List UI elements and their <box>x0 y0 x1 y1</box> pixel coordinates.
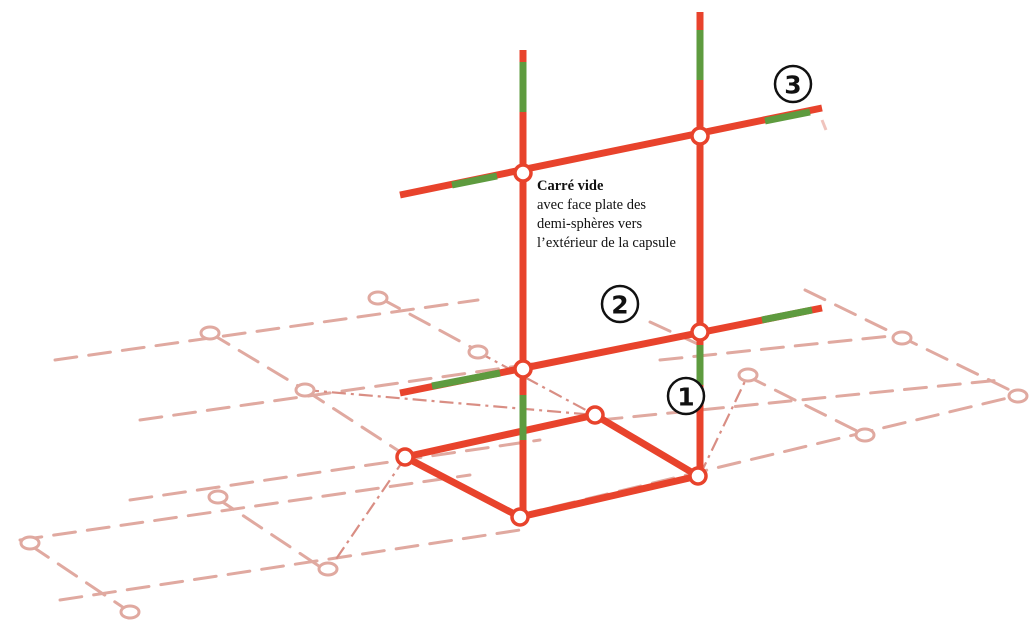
marker-3: 3 <box>773 64 813 104</box>
ground-grid <box>18 288 1022 614</box>
marker-2: 2 <box>600 284 640 324</box>
annotation-line-3: l’extérieur de la capsule <box>537 235 676 251</box>
horizontal-bar-level-3 <box>399 104 828 199</box>
joints <box>395 126 710 527</box>
horizontal-bar-level-2 <box>399 304 823 397</box>
ground-grid-diagonals <box>304 351 749 569</box>
annotation-title: Carré vide <box>537 178 604 194</box>
annotation-line-1: avec face plate des <box>537 197 647 213</box>
annotation-note: Carré vide avec face plate des demi-sphè… <box>535 177 678 253</box>
marker-1-label: 1 <box>677 383 694 412</box>
annotation-line-2: demi-sphères vers <box>537 216 643 232</box>
marker-2-label: 2 <box>611 291 628 320</box>
ground-grid-nodes <box>19 290 1029 620</box>
base-square <box>403 411 700 521</box>
marker-1: 1 <box>666 376 706 416</box>
marker-3-label: 3 <box>784 71 801 100</box>
